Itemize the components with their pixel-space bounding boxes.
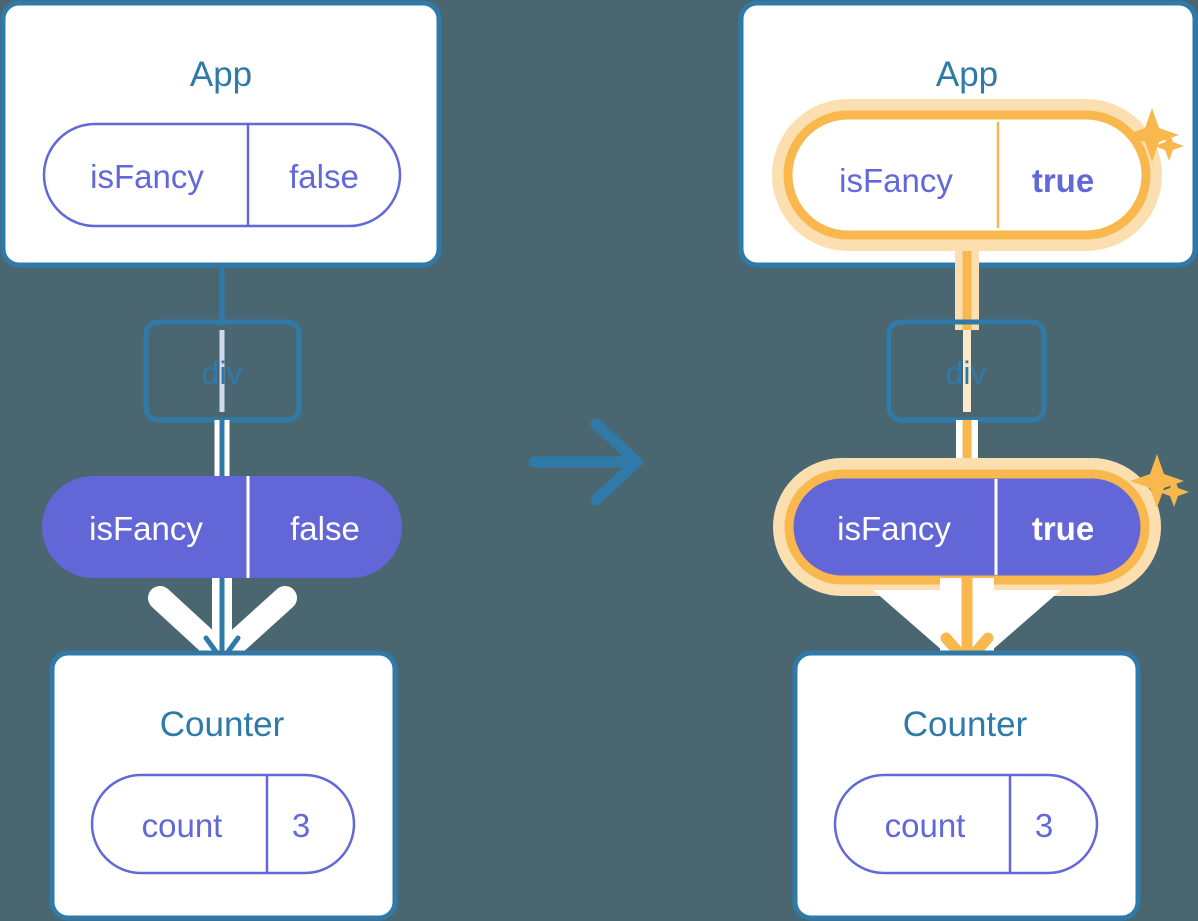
prop-name-right: isFancy	[837, 510, 951, 547]
counter-state-pill-left	[90, 773, 356, 875]
app-state-name-left: isFancy	[90, 158, 204, 195]
div-label-right: div	[946, 355, 987, 391]
app-state-name-right: isFancy	[839, 162, 953, 199]
app-state-value-right: true	[1032, 162, 1094, 199]
counter-title-right: Counter	[903, 705, 1028, 744]
prop-name-left: isFancy	[89, 510, 203, 547]
app-title-right: App	[936, 55, 998, 94]
prop-pill-left	[42, 476, 402, 578]
app-state-pill-left	[42, 122, 402, 228]
div-label-left: div	[202, 355, 243, 391]
counter-state-name-left: count	[142, 807, 223, 844]
sparkle-large-app-icon	[1125, 108, 1179, 162]
counter-state-pill-right	[833, 773, 1099, 875]
counter-state-value-right: 3	[1035, 807, 1053, 844]
arrow-right-icon	[528, 418, 646, 506]
app-state-pill-halo-right	[772, 99, 1162, 251]
sparkle-large-prop-icon	[1130, 454, 1184, 508]
prop-value-left: false	[290, 510, 360, 547]
sparkle-small-app-icon	[1154, 131, 1184, 161]
app-state-value-left: false	[289, 158, 359, 195]
counter-title-left: Counter	[160, 705, 285, 744]
sparkle-small-prop-icon	[1159, 477, 1189, 507]
app-title-left: App	[190, 55, 252, 94]
app-state-pill-ring-right	[783, 110, 1151, 240]
prop-value-right: true	[1032, 510, 1094, 547]
counter-state-name-right: count	[885, 807, 966, 844]
counter-state-value-left: 3	[292, 807, 310, 844]
